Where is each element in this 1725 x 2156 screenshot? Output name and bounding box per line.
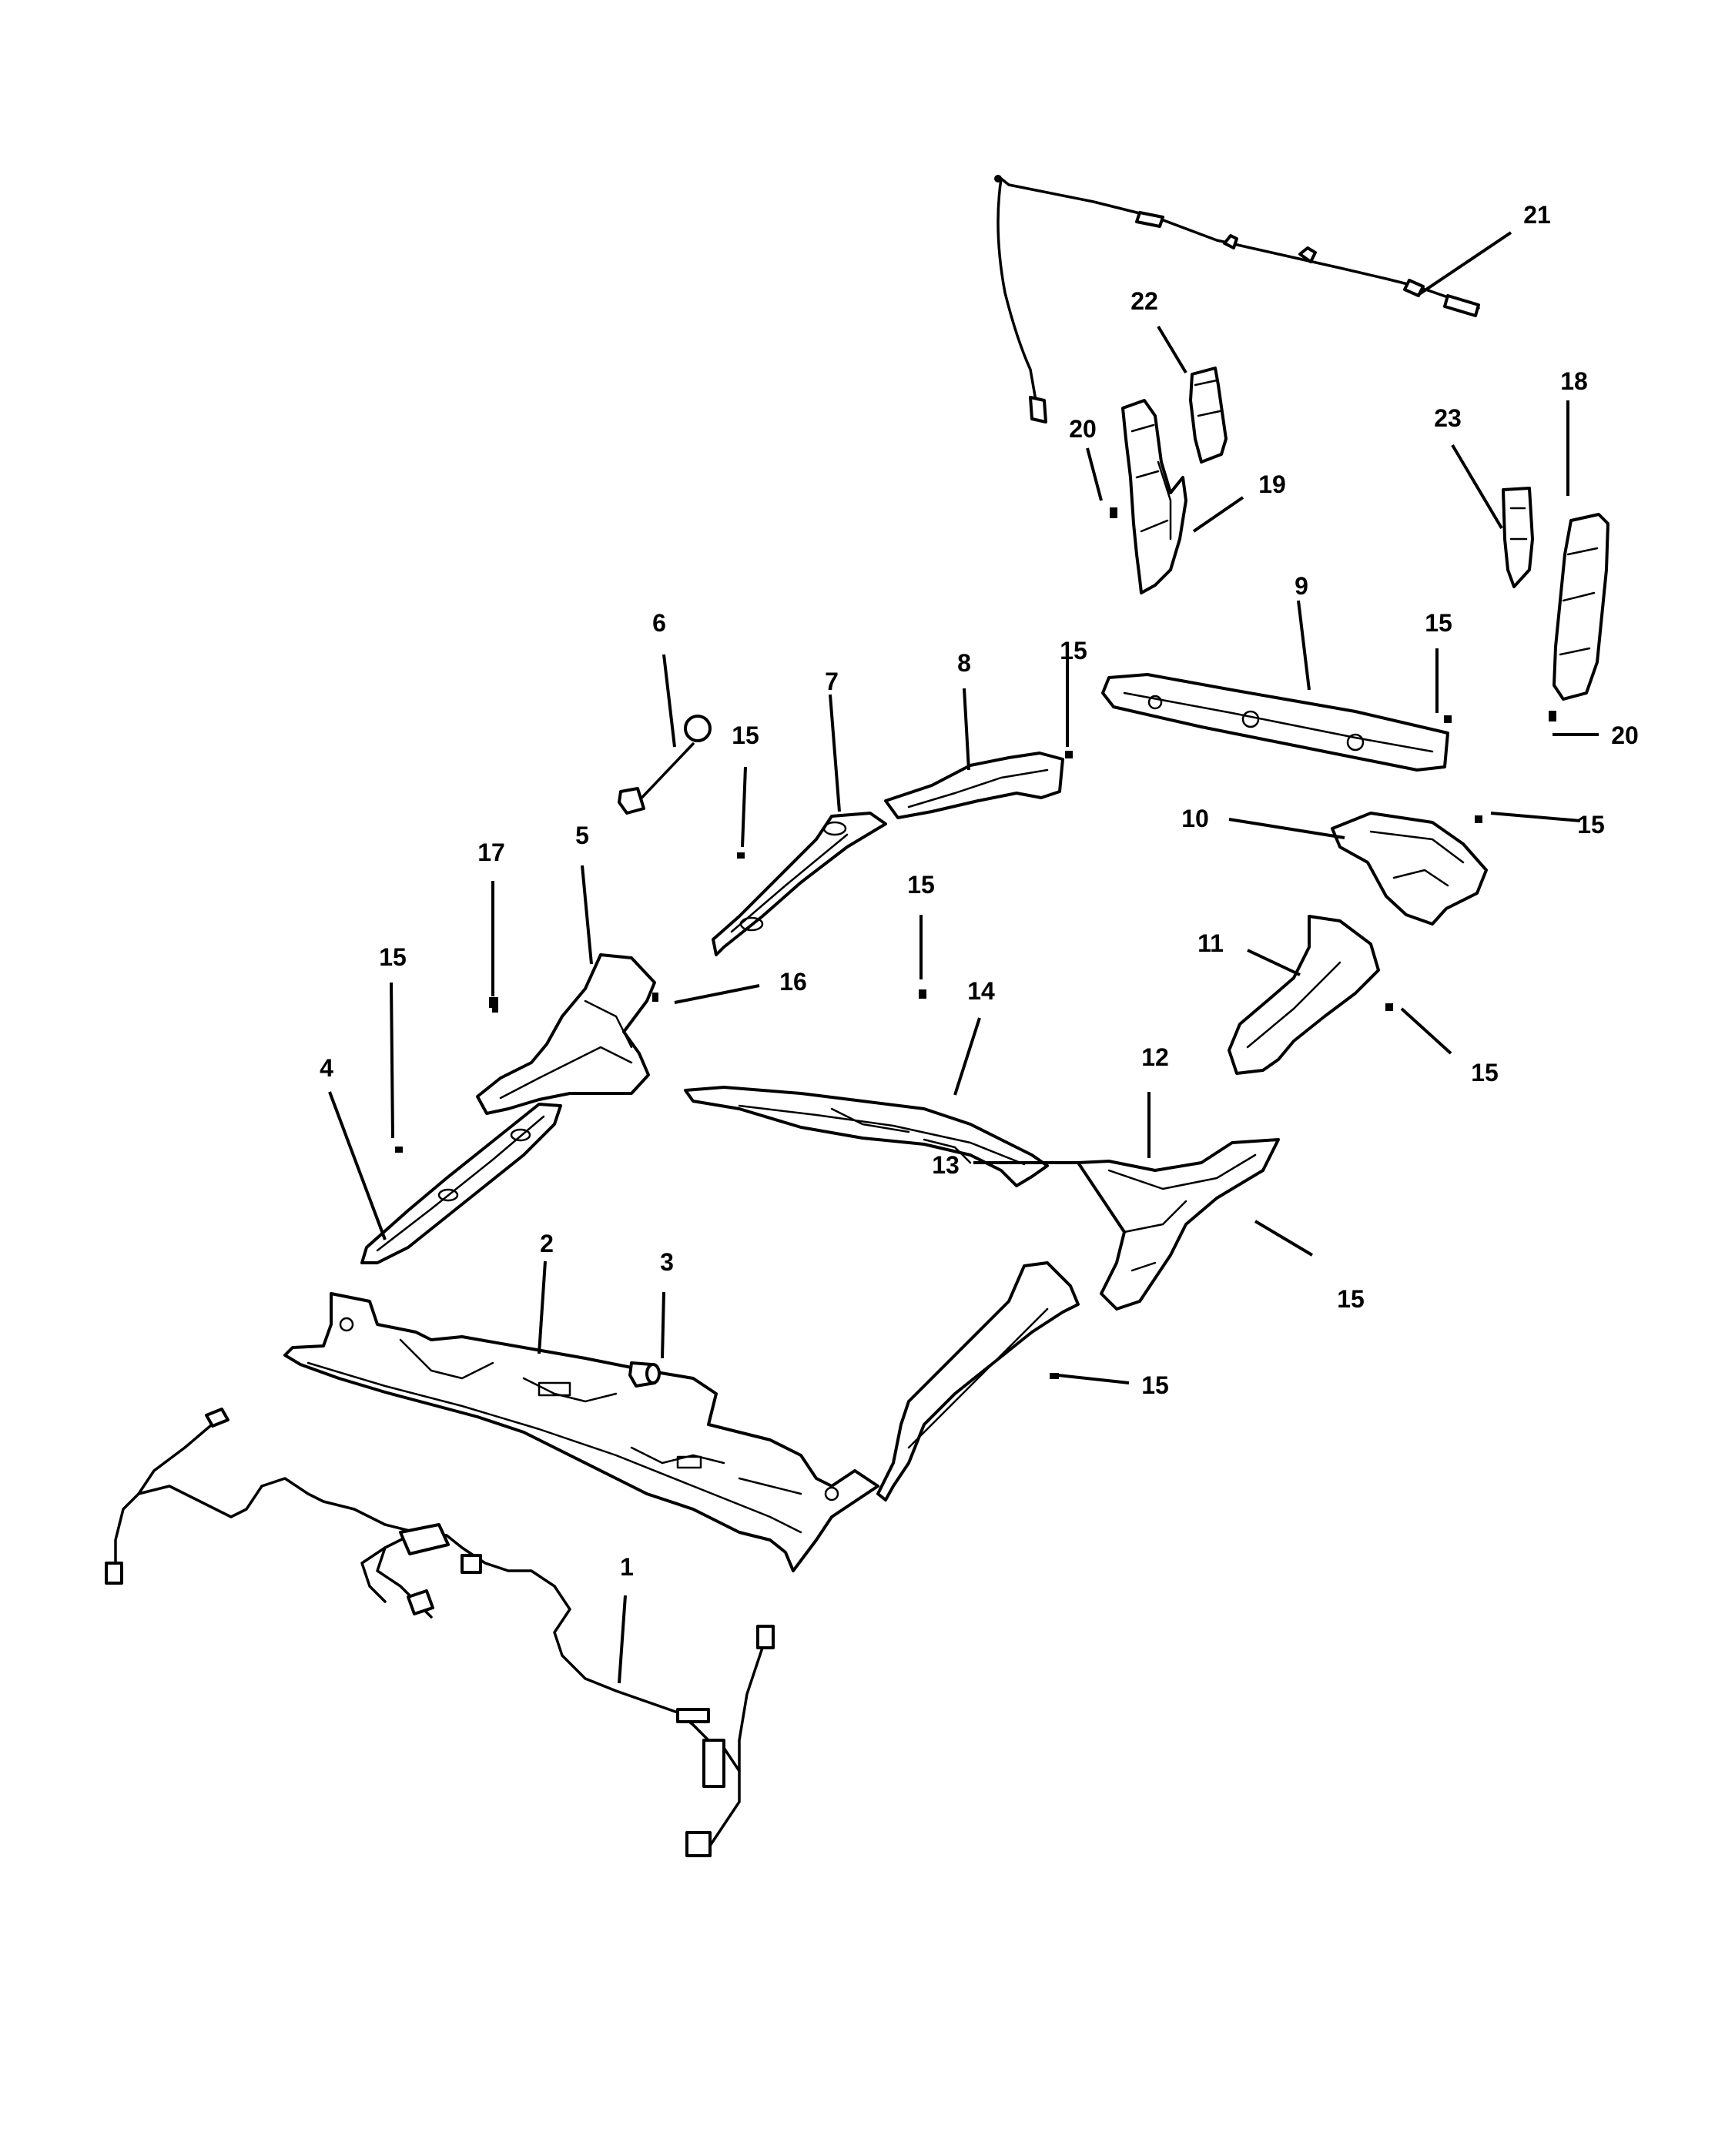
callout-15-c: 15 bbox=[732, 721, 759, 749]
part-22-pillar-cover bbox=[1189, 367, 1228, 464]
part-3-plug bbox=[628, 1361, 661, 1388]
callout-18: 18 bbox=[1560, 367, 1588, 395]
callout-7: 7 bbox=[825, 668, 839, 695]
part-6-wire-connector bbox=[618, 715, 712, 815]
callout-6: 6 bbox=[652, 609, 666, 637]
callout-19: 19 bbox=[1258, 470, 1286, 498]
part-10-bracket bbox=[1331, 812, 1488, 926]
callout-22: 22 bbox=[1130, 287, 1158, 315]
callout-9: 9 bbox=[1295, 572, 1308, 600]
part-7-duct bbox=[712, 812, 887, 956]
callout-4: 4 bbox=[320, 1054, 333, 1082]
callout-16: 16 bbox=[779, 968, 807, 996]
callout-15-f: 15 bbox=[907, 871, 935, 899]
callout-15-g: 15 bbox=[1337, 1285, 1365, 1313]
callout-3: 3 bbox=[660, 1248, 674, 1276]
fastener-clips bbox=[489, 997, 498, 1008]
part-18-c-pillar-trim bbox=[1549, 513, 1609, 721]
callout-8: 8 bbox=[957, 649, 971, 677]
part-19-b-pillar-trim bbox=[1110, 399, 1187, 594]
part-5-bracket bbox=[476, 953, 658, 1115]
part-21-headliner-harness bbox=[994, 175, 1480, 424]
callout-20-right: 20 bbox=[1611, 721, 1639, 749]
part-8-duct bbox=[884, 751, 1073, 819]
part-11-rail bbox=[1228, 915, 1393, 1075]
callout-1: 1 bbox=[620, 1553, 634, 1581]
callout-14: 14 bbox=[967, 977, 995, 1005]
callout-10: 10 bbox=[1181, 805, 1209, 832]
callout-15-i: 15 bbox=[1141, 1371, 1169, 1399]
part-2-floor-cross-member bbox=[283, 1292, 879, 1572]
part-15-side-rail bbox=[876, 1261, 1080, 1502]
callout-15-d: 15 bbox=[1577, 811, 1605, 839]
callout-15-e: 15 bbox=[1471, 1059, 1499, 1086]
callout-15-a: 15 bbox=[1425, 609, 1452, 637]
callout-15-b: 15 bbox=[1060, 637, 1087, 665]
callout-5: 5 bbox=[575, 822, 589, 849]
part-4-duct bbox=[360, 1103, 562, 1264]
callout-11: 11 bbox=[1197, 929, 1224, 957]
callout-13: 13 bbox=[932, 1151, 960, 1179]
part-9-rear-cross-member bbox=[1101, 673, 1452, 772]
callout-12: 12 bbox=[1141, 1043, 1169, 1071]
part-1-floor-harness bbox=[105, 1408, 775, 1857]
callout-17: 17 bbox=[477, 839, 505, 866]
part-23-pillar-cover bbox=[1502, 487, 1534, 588]
callout-15-h: 15 bbox=[379, 943, 407, 971]
callout-2: 2 bbox=[540, 1230, 554, 1257]
leader-lines bbox=[328, 231, 1599, 1684]
part-12-bracket bbox=[1077, 1138, 1280, 1311]
part-14-cross-member bbox=[684, 989, 1049, 1187]
callout-21: 21 bbox=[1523, 201, 1551, 229]
callout-23: 23 bbox=[1434, 404, 1462, 432]
callout-20-left: 20 bbox=[1069, 415, 1097, 443]
callout-labels: 21 22 20 19 23 18 20 9 15 15 8 7 6 15 10… bbox=[320, 201, 1639, 1581]
